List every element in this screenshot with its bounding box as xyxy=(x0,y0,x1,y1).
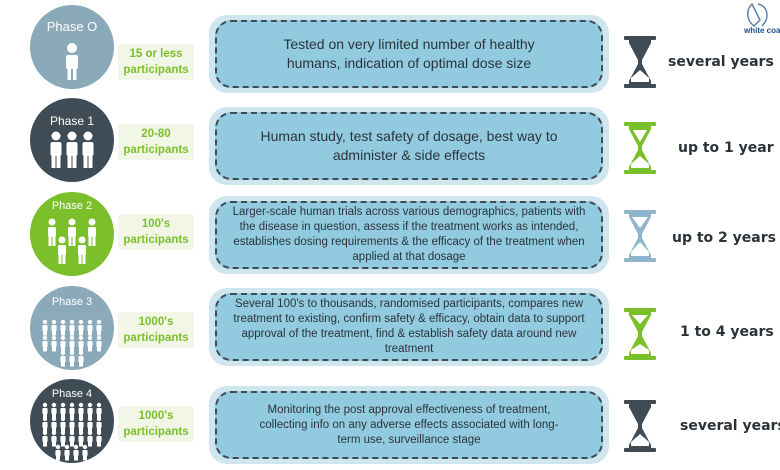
phase-1-circle: Phase 1 xyxy=(30,98,114,182)
participants-word: participants xyxy=(123,234,189,246)
participants-word: participants xyxy=(123,332,189,344)
phase-description: Monitoring the post approval effectivene… xyxy=(259,403,559,446)
duration-label: several years xyxy=(680,418,780,434)
duration-label: 1 to 4 years xyxy=(680,324,774,340)
hourglass-icon xyxy=(624,400,656,452)
phase-description-box: Several 100's to thousands, randomised p… xyxy=(209,288,609,366)
phase-description: Several 100's to thousands, randomised p… xyxy=(233,298,585,355)
participants-badge: 100's participants xyxy=(118,214,194,250)
phase-description-box: Tested on very limited number of healthy… xyxy=(209,15,609,93)
phase-2-circle: Phase 2 xyxy=(30,192,114,276)
participants-badge: 1000's participants xyxy=(118,406,194,442)
phase-label: Phase 1 xyxy=(49,114,95,128)
phase-row-0: Phase O 15 or less participants Tested o… xyxy=(0,0,780,94)
phase-label: Phase O xyxy=(46,19,98,34)
participants-word: participants xyxy=(123,64,189,76)
phase-description-box: Larger-scale human trials across various… xyxy=(209,196,609,274)
hourglass-icon xyxy=(624,36,656,88)
person-icon xyxy=(66,43,78,80)
phase-description-box: Human study, test safety of dosage, best… xyxy=(209,107,609,185)
phase-row-2: Phase 2 100's participants Larger-scale … xyxy=(0,188,780,282)
hourglass-icon xyxy=(624,210,656,262)
logo-text: white coa xyxy=(744,26,780,35)
duration-label: several years xyxy=(668,54,774,70)
participants-count: 20-80 xyxy=(141,128,171,140)
phase-description: Larger-scale human trials across various… xyxy=(232,206,586,263)
people-group-icon xyxy=(50,131,94,168)
people-crowd-icon xyxy=(42,319,102,367)
phase-label: Phase 4 xyxy=(51,388,93,400)
phase-label: Phase 2 xyxy=(51,200,93,212)
white-coat-logo-icon xyxy=(747,2,768,27)
phase-label: Phase 3 xyxy=(51,296,93,308)
hourglass-icon xyxy=(624,122,656,174)
people-crowd-icon xyxy=(48,218,96,264)
phase-description: Tested on very limited number of healthy… xyxy=(283,36,535,71)
participants-badge: 20-80 participants xyxy=(118,124,194,160)
phase-row-4: Phase 4 1000's participants Monitoring t… xyxy=(0,376,780,470)
participants-count: 1000's xyxy=(138,316,174,328)
duration-label: up to 2 years xyxy=(672,230,776,246)
duration-label: up to 1 year xyxy=(678,140,774,156)
participants-count: 1000's xyxy=(138,410,174,422)
phase-4-circle: Phase 4 xyxy=(30,379,114,463)
hourglass-icon xyxy=(624,308,656,360)
participants-word: participants xyxy=(123,144,189,156)
participants-word: participants xyxy=(123,426,189,438)
phase-3-circle: Phase 3 xyxy=(30,286,114,370)
participants-badge: 15 or less participants xyxy=(118,44,194,80)
participants-badge: 1000's participants xyxy=(118,312,194,348)
phase-0-circle: Phase O xyxy=(30,5,114,89)
people-crowd-icon xyxy=(42,402,102,461)
phase-description: Human study, test safety of dosage, best… xyxy=(260,128,558,163)
phase-description-box: Monitoring the post approval effectivene… xyxy=(209,386,609,464)
phase-row-1: Phase 1 20-80 participants Human study, … xyxy=(0,94,780,188)
participants-count: 100's xyxy=(141,218,171,230)
phase-row-3: Phase 3 1000's participants Several 100'… xyxy=(0,282,780,376)
participants-count: 15 or less xyxy=(129,48,183,60)
